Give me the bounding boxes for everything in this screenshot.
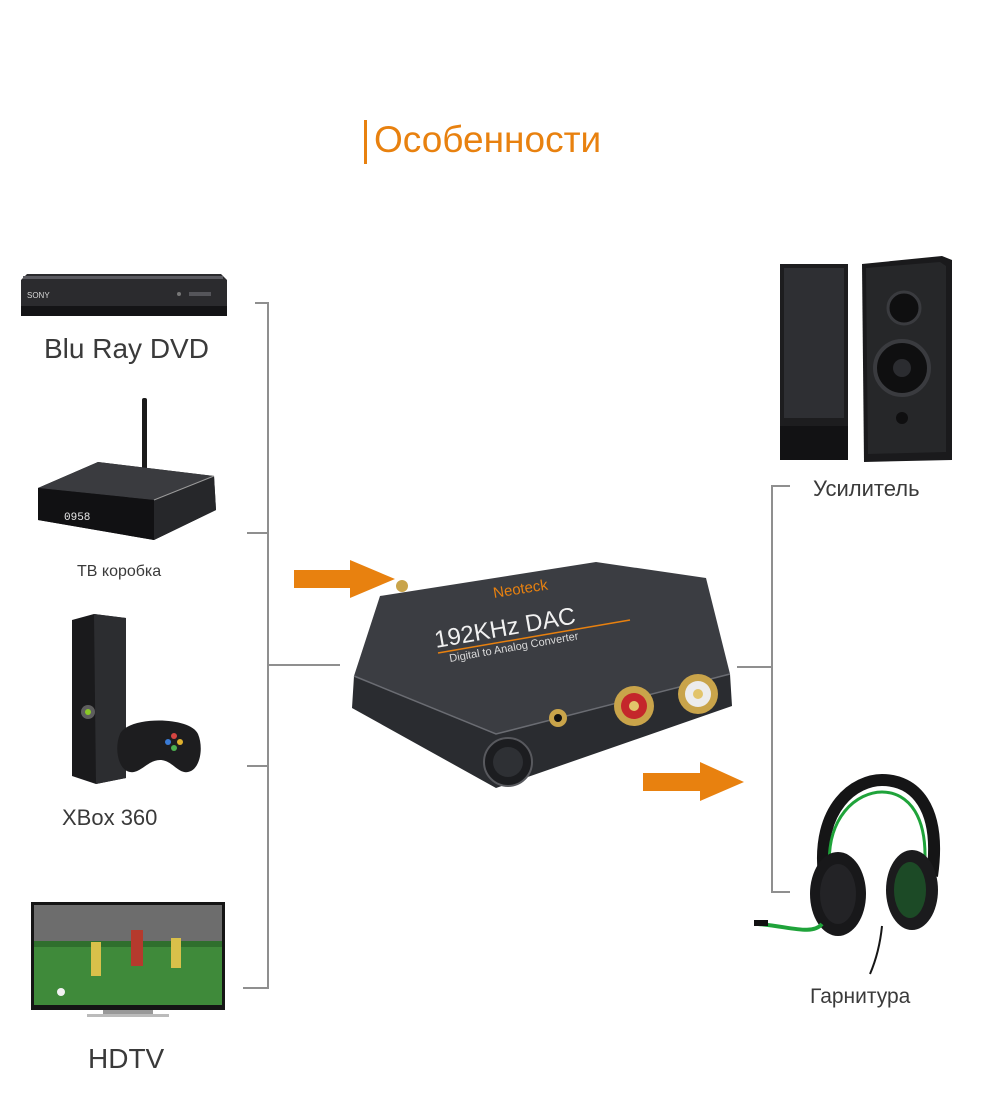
bluray-player-icon: SONY [21, 274, 227, 316]
input-arrow-icon [294, 560, 395, 598]
tv-box-icon: 0958 [38, 398, 216, 540]
output-label-headset: Гарнитура [810, 985, 911, 1008]
svg-text:SONY: SONY [27, 291, 50, 300]
source-label-hdtv: HDTV [88, 1043, 165, 1074]
output-label-amplifier: Усилитель [813, 476, 920, 501]
dac-converter-icon: Neoteck 192KHz DAC Digital to Analog Con… [352, 562, 732, 788]
headset-icon [754, 773, 940, 975]
source-label-bluray: Blu Ray DVD [44, 333, 209, 364]
source-label-tvbox: ТВ коробка [77, 563, 162, 580]
title-accent-bar [364, 120, 367, 164]
xbox-360-icon [72, 614, 201, 784]
output-arrow-icon [643, 762, 744, 801]
speakers-icon [780, 256, 952, 462]
output-bracket [771, 485, 790, 893]
svg-text:0958: 0958 [64, 512, 90, 524]
page-title: Особенности [374, 119, 602, 160]
source-label-xbox: XBox 360 [62, 805, 158, 830]
hdtv-icon [31, 902, 225, 1017]
source-bracket [243, 302, 269, 989]
